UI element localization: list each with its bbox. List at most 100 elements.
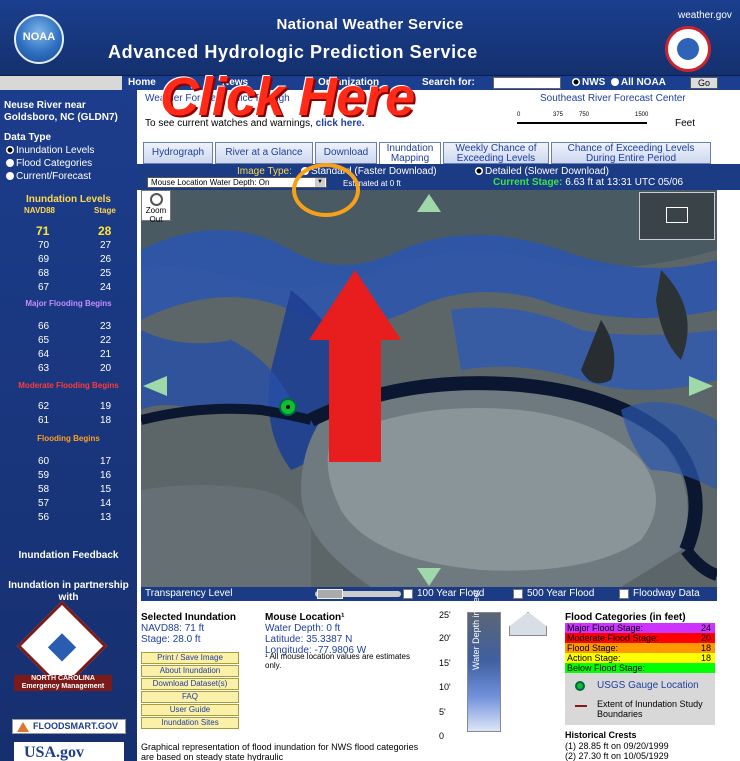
overview-map[interactable] <box>639 192 715 240</box>
level-navd[interactable]: 71 <box>36 224 50 238</box>
extent-label: Extent of Inundation Study Boundaries <box>597 699 703 719</box>
data-type-flood-categories[interactable]: Flood Categories <box>6 158 92 169</box>
level-stage[interactable]: 20 <box>100 363 112 374</box>
highlight-ring <box>292 163 360 217</box>
serfc-link[interactable]: Southeast River Forecast Center <box>540 93 686 104</box>
download-datasets-button[interactable]: Download Dataset(s) <box>141 678 239 690</box>
level-stage[interactable]: 22 <box>100 335 112 346</box>
main-content: Weather Forecast Office Raleigh Southeas… <box>137 90 740 761</box>
map-scale-bar: 0 375 750 1500 <box>517 112 648 126</box>
noaa-logo[interactable]: NOAA <box>14 14 64 64</box>
about-inundation-button[interactable]: About Inundation <box>141 665 239 677</box>
nav-organization[interactable]: Organization <box>318 77 380 88</box>
extent-line-icon <box>575 705 587 707</box>
data-type-current-forecast[interactable]: Current/Forecast <box>6 171 91 182</box>
tab-weekly-chance[interactable]: Weekly Chance of Exceeding Levels <box>443 142 549 164</box>
usagov-link[interactable]: USA.gov <box>14 742 124 761</box>
selected-inundation-title: Selected Inundation <box>141 612 237 623</box>
level-stage[interactable]: 14 <box>100 498 112 509</box>
radio-all-noaa[interactable] <box>610 78 619 86</box>
flood-category-row: Action Stage:18 <box>565 653 715 663</box>
checkbox-floodway[interactable] <box>619 589 629 599</box>
wfo-link[interactable]: Weather Forecast Office Raleigh <box>145 93 290 104</box>
level-stage[interactable]: 17 <box>100 456 112 467</box>
level-navd[interactable]: 62 <box>38 401 50 412</box>
weather-gov-link[interactable]: weather.gov <box>678 10 732 21</box>
nws-logo[interactable] <box>665 26 711 72</box>
latitude: Latitude: 35.3387 N <box>265 634 353 645</box>
click-here-link[interactable]: click here. <box>315 118 365 129</box>
level-stage[interactable]: 27 <box>100 240 112 251</box>
depth-tick: 5' <box>439 707 446 717</box>
level-navd[interactable]: 59 <box>38 470 50 481</box>
level-stage[interactable]: 15 <box>100 484 112 495</box>
flood-category-row: Moderate Flood Stage:20 <box>565 633 715 643</box>
checkbox-500-year[interactable] <box>513 589 523 599</box>
tab-chance-entire-period[interactable]: Chance of Exceeding Levels During Entire… <box>551 142 711 164</box>
level-navd[interactable]: 70 <box>38 240 50 251</box>
transparency-slider[interactable] <box>315 591 401 597</box>
level-navd[interactable]: 61 <box>38 415 50 426</box>
partnership-label: Inundation in partnership with <box>8 580 129 603</box>
click-here-overlay[interactable]: Click Here <box>160 67 415 127</box>
inundation-feedback-link[interactable]: Inundation Feedback <box>18 550 119 561</box>
level-navd[interactable]: 60 <box>38 456 50 467</box>
level-navd[interactable]: 63 <box>38 363 50 374</box>
nav-news[interactable]: News <box>222 77 249 88</box>
level-stage[interactable]: 28 <box>98 224 112 238</box>
level-navd[interactable]: 58 <box>38 484 50 495</box>
pan-east-icon[interactable] <box>689 376 713 396</box>
pan-south-icon[interactable] <box>417 568 441 586</box>
level-stage[interactable]: 18 <box>100 415 112 426</box>
checkbox-100-year[interactable] <box>403 589 413 599</box>
col-navd88: NAVD88 <box>24 206 55 215</box>
level-stage[interactable]: 23 <box>100 321 112 332</box>
zoom-out-button[interactable]: Zoom Out <box>141 190 171 224</box>
usgs-gauge-link[interactable]: USGS Gauge Location <box>597 680 699 691</box>
level-navd[interactable]: 65 <box>38 335 50 346</box>
tab-download[interactable]: Download <box>315 142 377 164</box>
level-stage[interactable]: 24 <box>100 282 112 293</box>
level-navd[interactable]: 57 <box>38 498 50 509</box>
pan-west-icon[interactable] <box>143 376 167 396</box>
print-save-image-button[interactable]: Print / Save Image <box>141 652 239 664</box>
tab-river-at-a-glance[interactable]: River at a Glance <box>215 142 313 164</box>
site-title: National Weather Service <box>276 16 464 33</box>
usgs-gauge-marker[interactable] <box>279 398 297 416</box>
tab-hydrograph[interactable]: Hydrograph <box>143 142 213 164</box>
inundation-map[interactable]: Zoom Out <box>141 190 717 587</box>
level-navd[interactable]: 67 <box>38 282 50 293</box>
faq-button[interactable]: FAQ <box>141 691 239 703</box>
header-banner: NOAA weather.gov National Weather Servic… <box>0 0 740 76</box>
floodsmart-link[interactable]: FLOODSMART.GOV <box>12 719 126 734</box>
radio-nws[interactable] <box>572 78 580 86</box>
go-button[interactable]: Go <box>690 77 718 89</box>
inundation-sites-button[interactable]: Inundation Sites <box>141 717 239 729</box>
radio-icon <box>6 172 14 180</box>
level-navd[interactable]: 66 <box>38 321 50 332</box>
data-type-inundation[interactable]: Inundation Levels <box>6 145 94 156</box>
inundation-levels-title: Inundation Levels <box>25 194 111 205</box>
flood-category-row: Major Flood Stage:24 <box>565 623 715 633</box>
level-navd[interactable]: 56 <box>38 512 50 523</box>
level-stage[interactable]: 19 <box>100 401 112 412</box>
tab-inundation-mapping[interactable]: Inundation Mapping <box>379 142 441 164</box>
image-type-detailed[interactable]: Detailed (Slower Download) <box>475 166 609 177</box>
level-stage[interactable]: 25 <box>100 268 112 279</box>
hydrograph-icon[interactable] <box>509 612 547 636</box>
level-navd[interactable]: 69 <box>38 254 50 265</box>
user-guide-button[interactable]: User Guide <box>141 704 239 716</box>
estimated-label: Estimated at 0 ft <box>343 179 401 188</box>
level-stage[interactable]: 16 <box>100 470 112 481</box>
transparency-knob[interactable] <box>317 589 343 599</box>
search-input[interactable] <box>493 77 561 89</box>
level-stage[interactable]: 26 <box>100 254 112 265</box>
map-options-bar: Transparency Level 100 Year Flood 500 Ye… <box>141 587 717 601</box>
level-navd[interactable]: 68 <box>38 268 50 279</box>
nav-home[interactable]: Home <box>128 77 156 88</box>
level-stage[interactable]: 21 <box>100 349 112 360</box>
pan-north-icon[interactable] <box>417 194 441 212</box>
level-stage[interactable]: 13 <box>100 512 112 523</box>
level-navd[interactable]: 64 <box>38 349 50 360</box>
moderate-flooding-label: Moderate Flooding Begins <box>18 381 119 390</box>
